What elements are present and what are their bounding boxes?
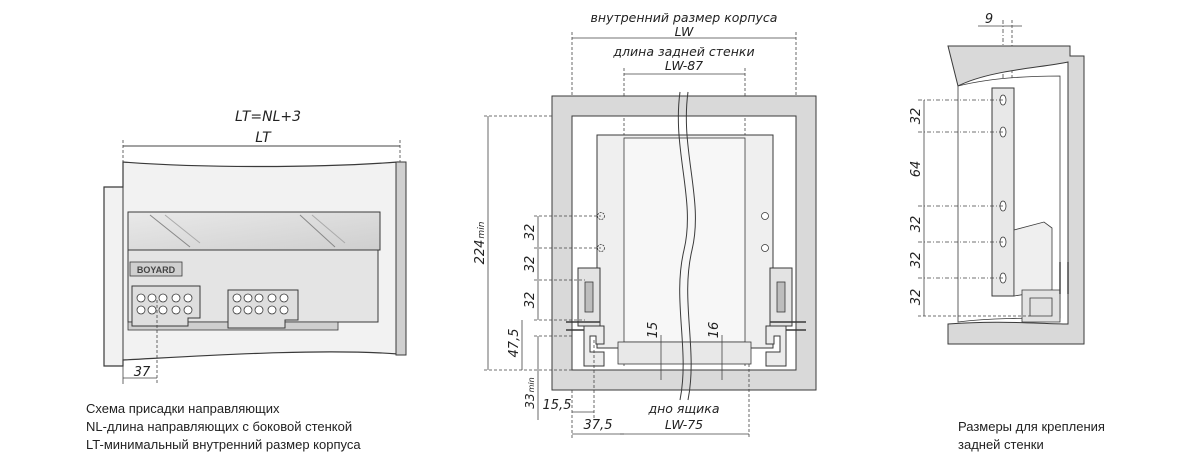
right-caption-line-1: Размеры для крепления [958, 419, 1105, 434]
side-dim-2: 64 [909, 161, 924, 178]
left-caption: Схема присадки направляющих NL-длина нап… [86, 400, 361, 454]
right-runner [765, 267, 806, 367]
drawer-glass [127, 211, 381, 251]
boyard-logo: BOYARD [137, 265, 176, 275]
inner-size-value: LW [675, 24, 694, 39]
side-dim-4: 32 [909, 252, 924, 269]
side-dim-1: 32 [909, 108, 924, 125]
front-panel-edge [395, 161, 407, 356]
height-min-label: 224min [473, 221, 488, 264]
front-view: внутренний размер корпуса LW длина задне… [473, 10, 817, 438]
side-dim-5: 32 [909, 289, 924, 306]
dim-16: 16 [707, 322, 722, 339]
hole-spacing-2: 32 [523, 256, 538, 273]
lt-formula-label: LT=NL+3 [235, 109, 301, 125]
dim-37-5: 37,5 [584, 418, 613, 433]
hole-spacing-3: 32 [523, 292, 538, 309]
bracket-holes [136, 293, 289, 315]
right-caption: Размеры для крепления задней стенки [958, 418, 1105, 454]
lt-label: LT [255, 130, 272, 146]
side-view: 9 32 64 32 32 32 [909, 12, 1085, 345]
dim-9-label: 9 [985, 12, 993, 27]
dim-33-label: 33min [523, 377, 537, 408]
dim-47-5: 47,5 [507, 329, 522, 358]
offset-37-label: 37 [134, 365, 151, 380]
dim-15-5: 15,5 [543, 398, 572, 413]
back-wall-label: длина задней стенки [612, 44, 754, 59]
left-caption-line-3: LT-минимальный внутренний размер корпуса [86, 437, 361, 452]
cabinet-side-panel [947, 45, 1085, 345]
back-wall-plate [991, 87, 1015, 297]
bottom-label: дно ящика [647, 401, 719, 416]
hole-spacing-1: 32 [523, 224, 538, 241]
left-caption-line-2: NL-длина направляющих с боковой стенкой [86, 419, 353, 434]
left-runner [566, 267, 605, 367]
drawer-bottom [617, 341, 752, 365]
bottom-value: LW-75 [665, 417, 703, 432]
left-view-drawer-side: LT=NL+3 LT BOYARD [103, 109, 407, 384]
dim-15: 15 [646, 322, 661, 339]
back-wall-value: LW-87 [665, 58, 703, 73]
side-dim-3: 32 [909, 216, 924, 233]
inner-size-label: внутренний размер корпуса [591, 10, 778, 25]
left-caption-line-1: Схема присадки направляющих [86, 401, 280, 416]
cabinet-frame [551, 95, 817, 391]
break-line [677, 91, 688, 401]
right-caption-line-2: задней стенки [958, 437, 1044, 452]
